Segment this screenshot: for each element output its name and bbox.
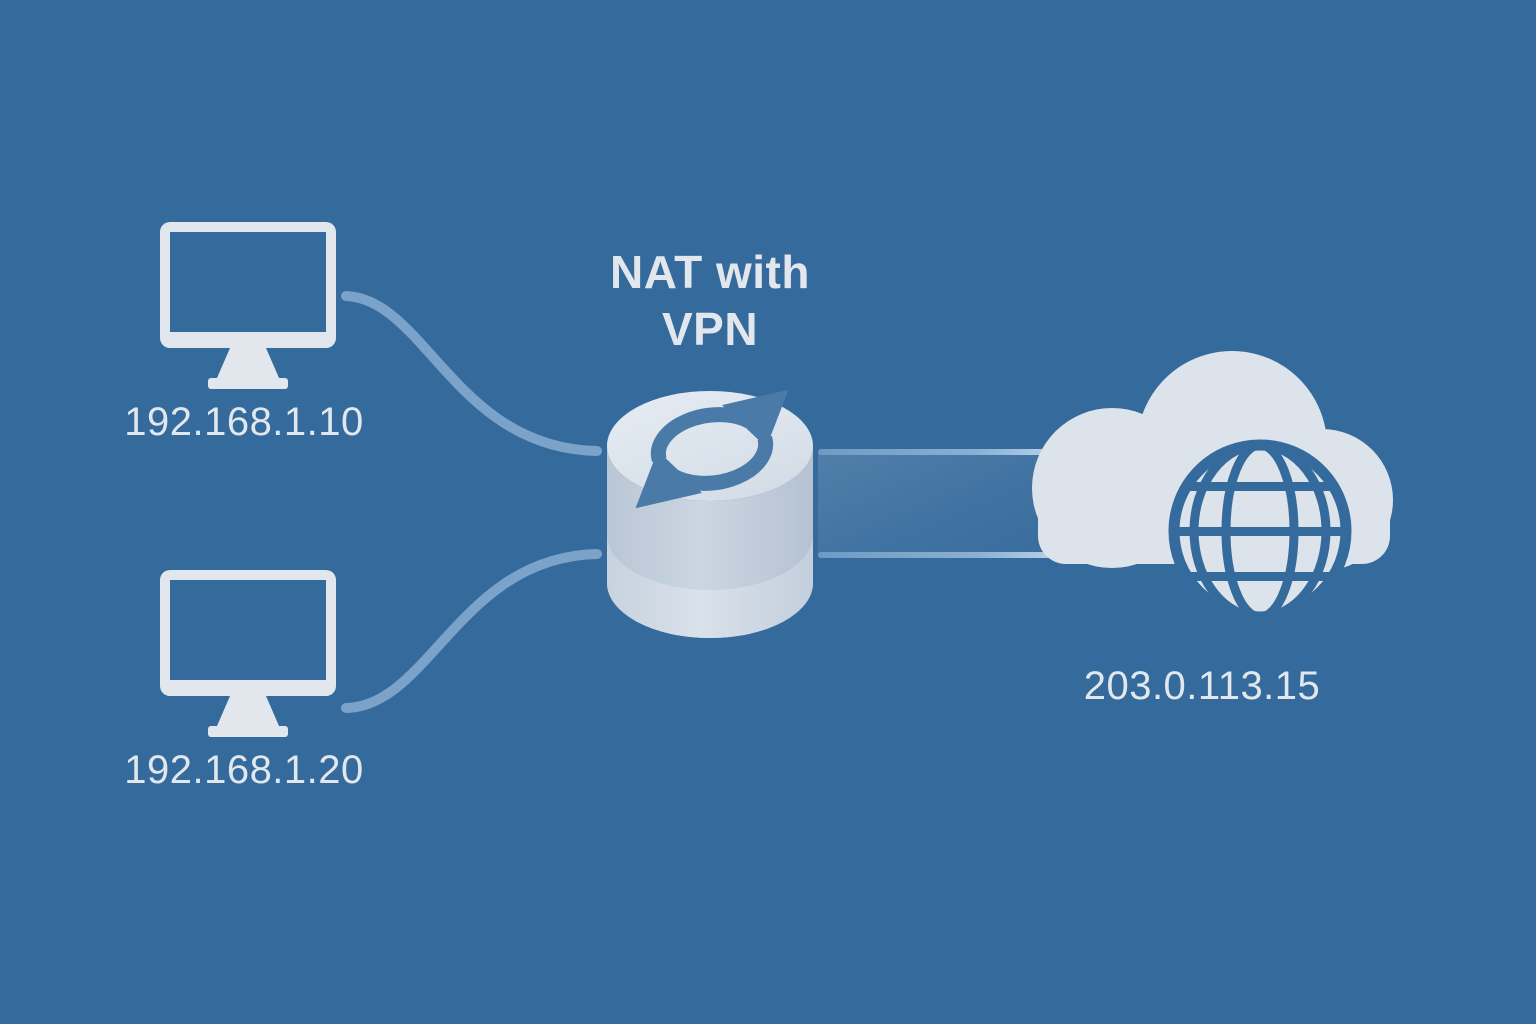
vpn-tunnel-top-line bbox=[818, 449, 1062, 455]
globe-icon bbox=[1168, 439, 1352, 623]
sync-arrows-icon bbox=[635, 389, 789, 509]
monitor-icon bbox=[160, 222, 336, 389]
connector-client2-nat bbox=[341, 549, 602, 713]
client2-ip-label: 192.168.1.20 bbox=[124, 748, 364, 792]
internet-ip-label: 203.0.113.15 bbox=[1083, 664, 1321, 708]
client1-ip-label: 192.168.1.10 bbox=[124, 400, 364, 444]
vpn-tunnel-band bbox=[818, 452, 1058, 556]
nat-cylinder-icon bbox=[607, 389, 813, 638]
diagram-title: NAT with VPN bbox=[510, 244, 910, 358]
monitor-icon bbox=[160, 570, 336, 737]
vpn-tunnel bbox=[818, 449, 1062, 558]
diagram-title-line2: VPN bbox=[661, 303, 759, 355]
diagram-title-line1: NAT with bbox=[610, 246, 810, 298]
connector-client1-nat bbox=[341, 291, 602, 456]
vpn-tunnel-bottom-line bbox=[818, 552, 1062, 558]
